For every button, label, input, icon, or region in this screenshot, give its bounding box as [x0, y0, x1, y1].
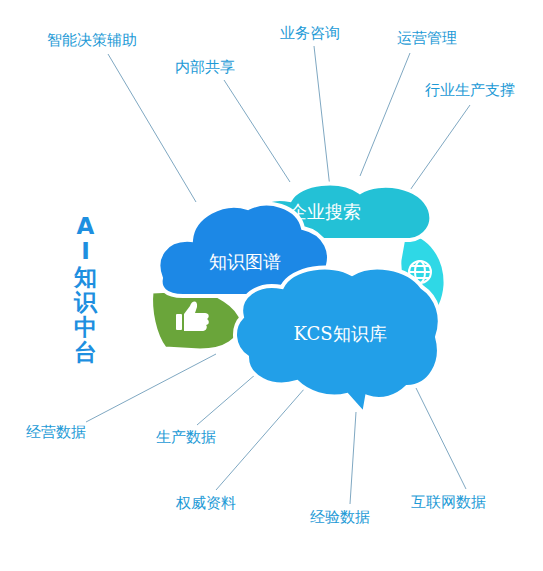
brain-segment: KCS知识库	[232, 262, 444, 417]
leader-line	[350, 412, 356, 504]
leader-line	[197, 374, 256, 425]
leader-line	[86, 354, 216, 422]
thumbs-up-icon	[176, 302, 209, 331]
leader-line	[108, 54, 196, 202]
leader-line	[360, 53, 410, 176]
leader-line	[416, 388, 466, 489]
callout-label: 内部共享	[175, 58, 235, 77]
callout-label: 经营数据	[26, 423, 86, 442]
vertical-title: AI知识中台	[74, 214, 97, 366]
segment-label: KCS知识库	[293, 322, 386, 346]
callout-label: 经验数据	[310, 508, 370, 527]
callout-label: 权威资料	[176, 494, 236, 513]
callout-label: 智能决策辅助	[47, 31, 137, 50]
callout-label: 行业生产支撑	[425, 81, 515, 100]
callout-label: 生产数据	[156, 428, 216, 447]
leader-lines	[86, 46, 470, 504]
segment-outline	[235, 268, 440, 414]
callout-label: 互联网数据	[411, 493, 486, 512]
segment-label: 知识图谱	[209, 250, 281, 274]
callout-label: 业务咨询	[280, 24, 340, 43]
leader-line	[216, 380, 312, 490]
leader-line	[224, 80, 290, 182]
leader-line	[314, 46, 330, 188]
callout-label: 运营管理	[397, 29, 457, 48]
thumb-segment	[152, 290, 242, 350]
